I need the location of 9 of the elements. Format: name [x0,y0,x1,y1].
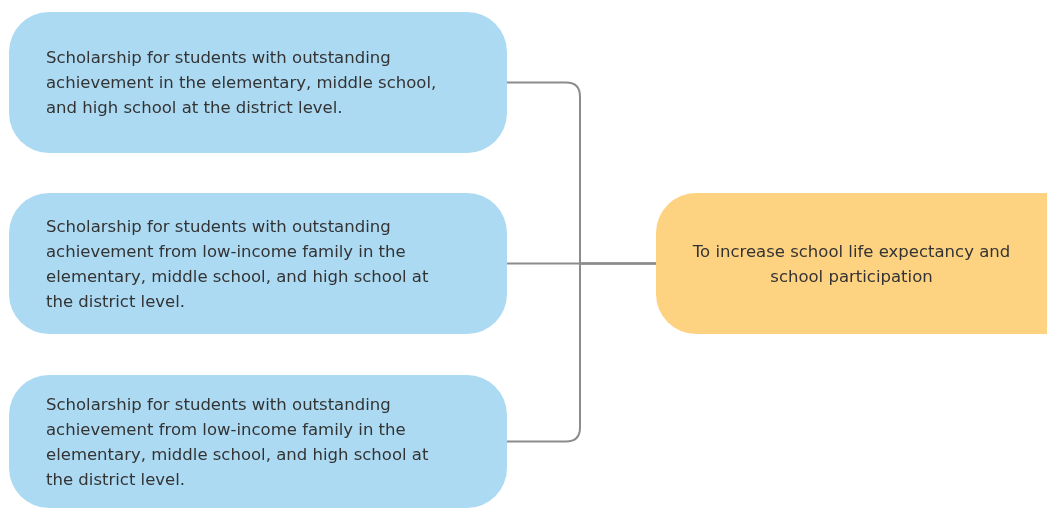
box-text: Scholarship for students with outstanding achievement from low-income family in the elementary, middle school, and high school at the district level. [46,393,430,491]
box-text: To increase school life expectancy and school participation [691,240,1012,288]
box-text: Scholarship for students with outstanding achievement in the elementary, middle school, and high school at the district level. [46,47,438,119]
scholarship-box [9,12,507,153]
connector-line [506,262,657,443]
scholarship-box [9,375,507,508]
box-text: Scholarship for students with outstanding achievement from low-income family in the elementary, middle school, and high school at the district level. [46,215,430,313]
goal-box [656,193,1047,334]
scholarship-box [9,193,507,334]
